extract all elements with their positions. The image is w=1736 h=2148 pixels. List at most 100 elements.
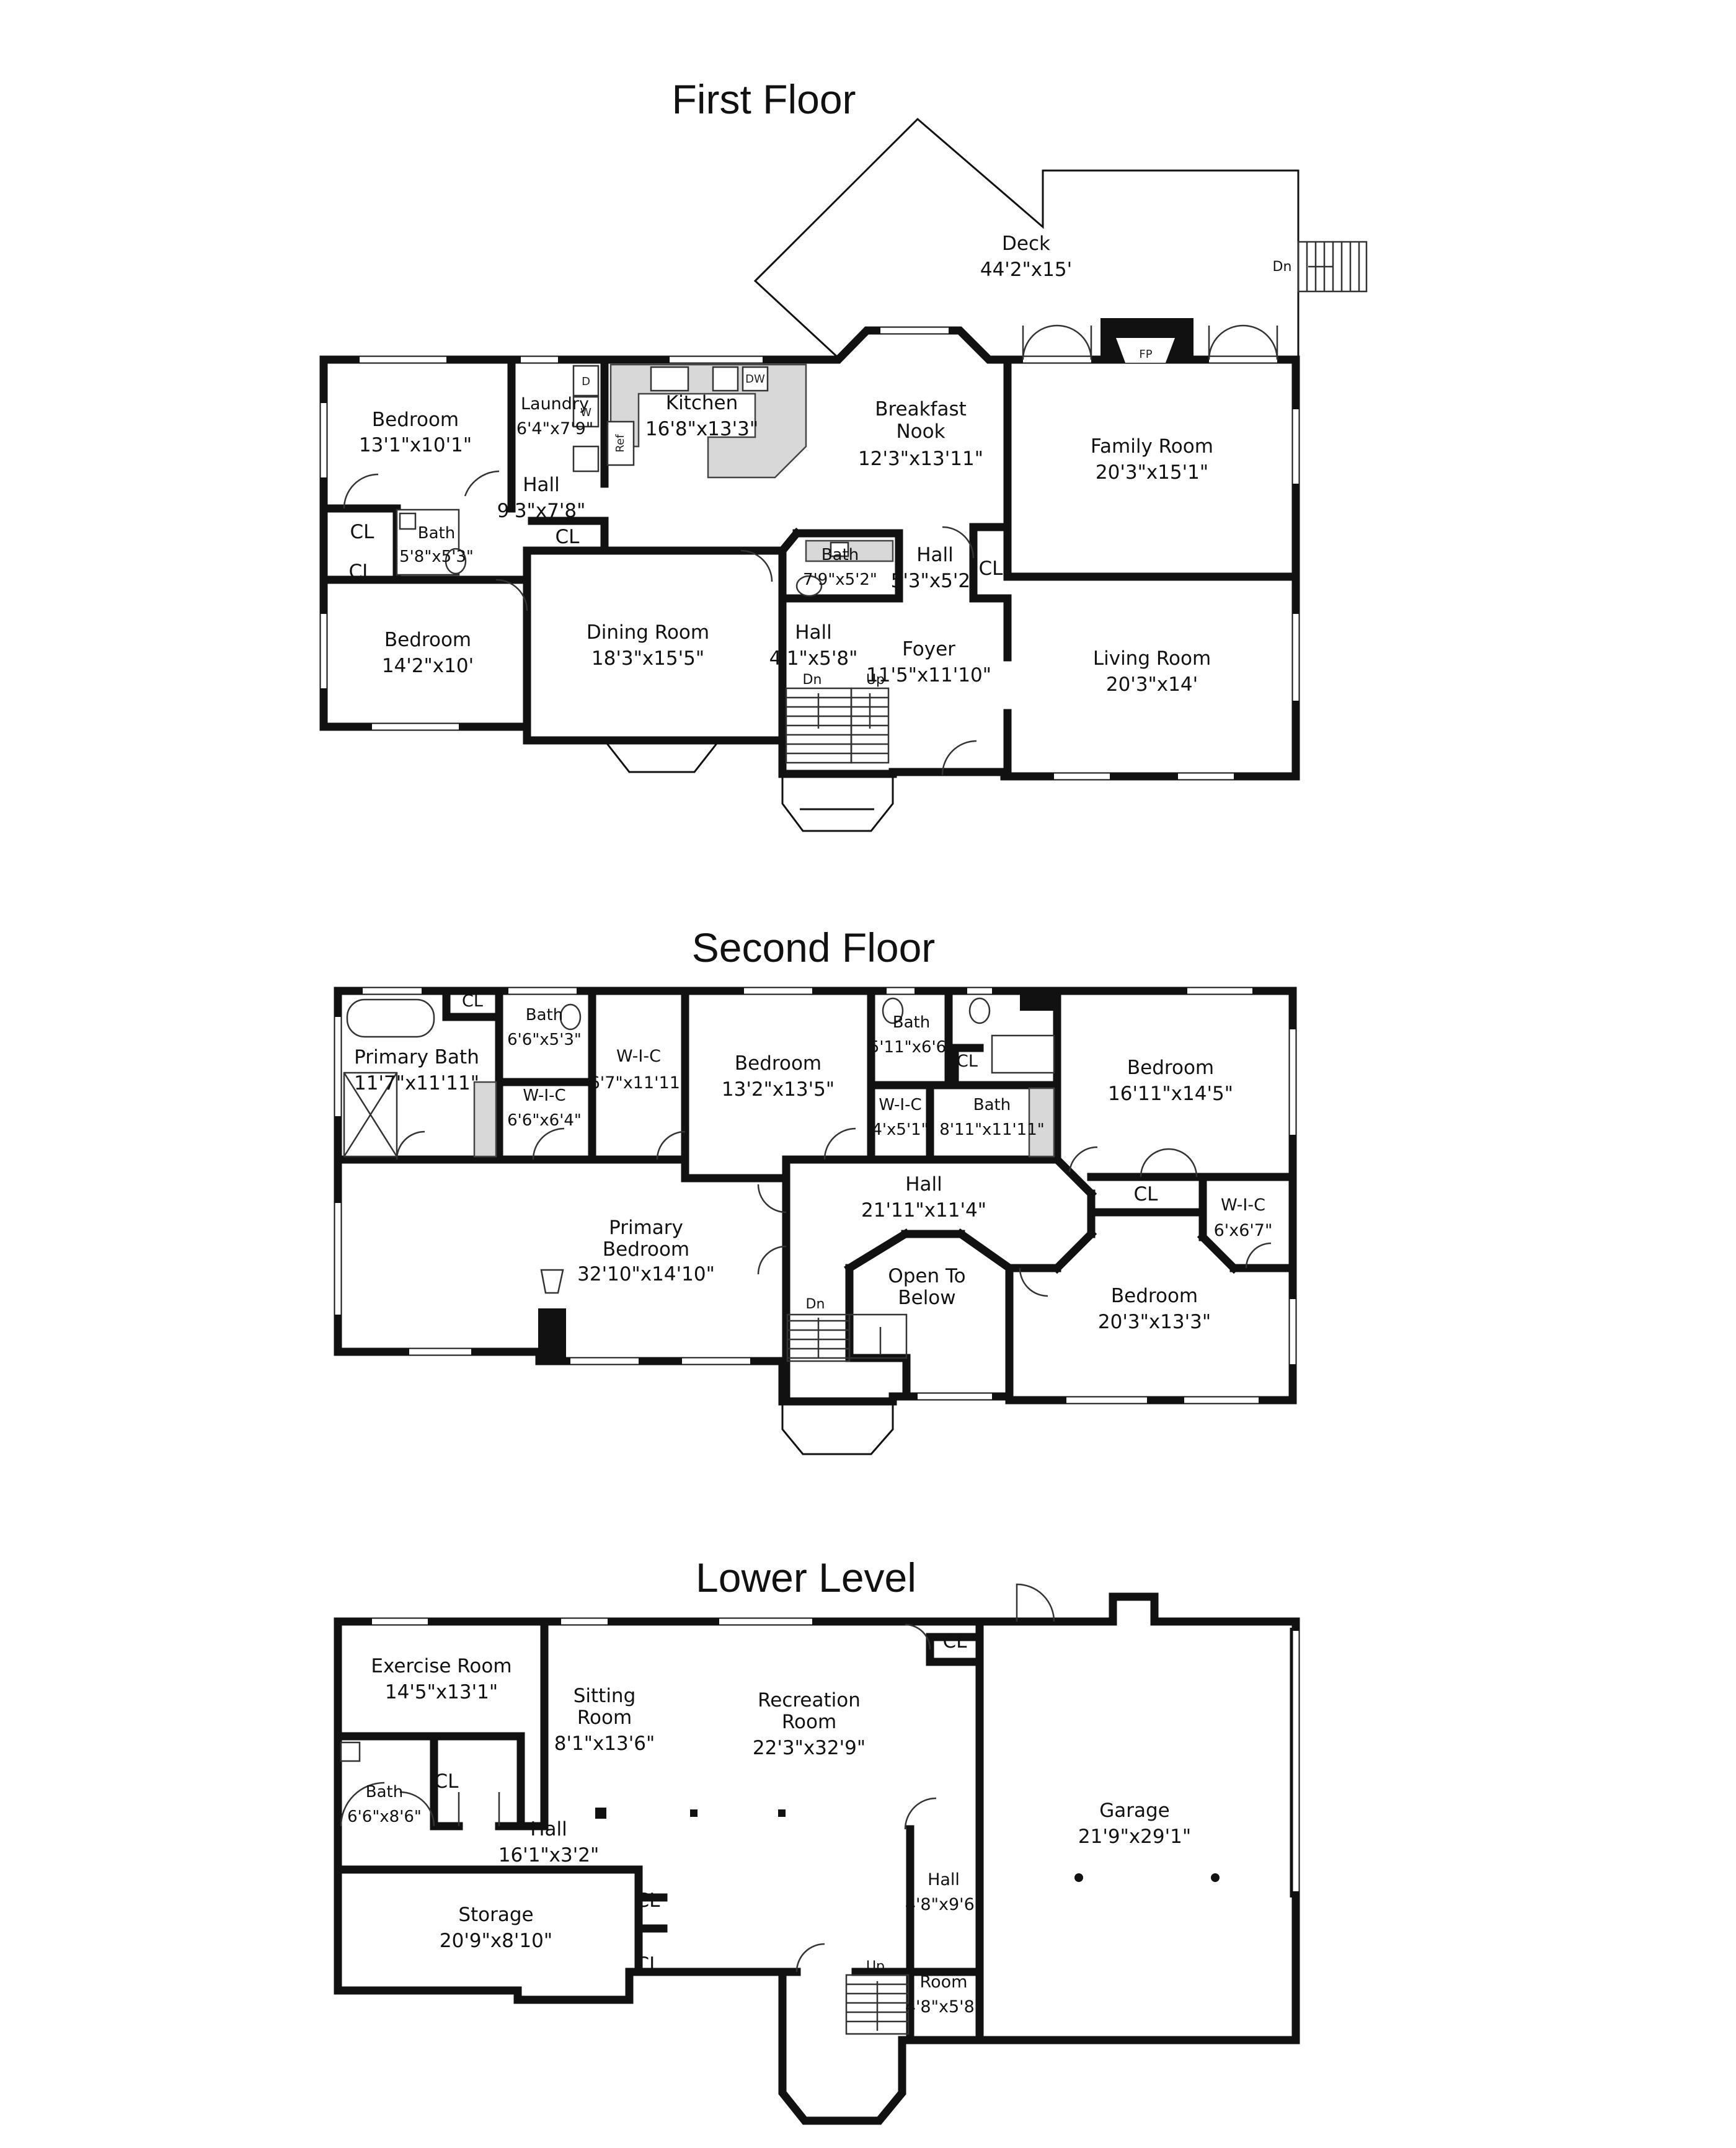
- room-name: Dining Room: [587, 621, 709, 644]
- room-dims: 21'9"x29'1": [1078, 1826, 1191, 1848]
- room-dims: 20'3"x15'1": [1096, 461, 1208, 484]
- door-bedroom-3[interactable]: [823, 1127, 856, 1160]
- room-dims: 16'11"x14'5": [1108, 1083, 1233, 1105]
- door-hall-2[interactable]: [942, 526, 975, 559]
- room-name: Bath: [526, 1006, 563, 1024]
- room-dims: 16'8"x13'3": [645, 418, 758, 440]
- room-dims: 7'9"x5'2": [803, 570, 877, 589]
- fridge-label: Ref: [614, 434, 627, 453]
- fireplace-upper: [540, 1269, 564, 1294]
- closet-label: CL: [556, 526, 580, 548]
- closet-label: CL: [462, 992, 483, 1011]
- door-wic[interactable]: [532, 1127, 565, 1160]
- room-name: Nook: [896, 420, 945, 443]
- kitchen-sink: [712, 366, 739, 392]
- door-bedroom-2[interactable]: [495, 579, 528, 611]
- lower-level-stairs: [845, 1974, 910, 2035]
- toilet-upper-3: [559, 1003, 582, 1031]
- room-dims: 16'1"x3'2": [498, 1844, 600, 1866]
- room-dims: 44'2"x15': [980, 259, 1072, 281]
- room-name: Sitting: [574, 1685, 636, 1707]
- room-name: Room: [782, 1711, 836, 1733]
- closet-label: CL: [435, 1770, 459, 1793]
- room-name: Hall: [928, 1870, 960, 1889]
- vanity: [473, 1081, 497, 1158]
- room-name: Hall: [905, 1173, 942, 1196]
- room-name: Hall: [795, 621, 832, 644]
- washer: [572, 396, 600, 428]
- dishwasher-label: DW: [745, 373, 765, 386]
- room-dims: 20'9"x8'10": [440, 1930, 552, 1952]
- refrigerator: [606, 420, 635, 466]
- closet-label: CL: [636, 1953, 661, 1976]
- room-name: Laundry: [521, 394, 589, 414]
- room-name: Foyer: [902, 638, 955, 660]
- door-closet-rec[interactable]: [905, 1623, 931, 1650]
- closet-label: CL: [349, 561, 374, 583]
- bay-window-foyer: [781, 774, 894, 832]
- support-column: [690, 1809, 698, 1817]
- floor-title: Second Floor: [692, 925, 936, 970]
- front-door[interactable]: [941, 740, 977, 776]
- room-name: Bath: [418, 524, 455, 543]
- deck-stairs: [1297, 241, 1368, 293]
- fireplace-hearth: [1116, 338, 1175, 363]
- door-wic-3[interactable]: [1245, 1242, 1272, 1269]
- second-floor: Second Floor: [334, 925, 1297, 1455]
- room-dims: 6'6"x6'4": [507, 1111, 582, 1130]
- second-floor-windows: [335, 988, 1296, 1403]
- room-dims: 11'7"x11'11": [354, 1072, 479, 1094]
- room-name: Primary: [609, 1217, 683, 1239]
- door-hall-lower[interactable]: [904, 1797, 937, 1830]
- door-lower-bath[interactable]: [399, 1791, 435, 1827]
- room-dims: 6'7"x11'11": [590, 1073, 688, 1093]
- room-dims: 4'x5'1": [872, 1121, 928, 1139]
- door-bedroom-5[interactable]: [1019, 1267, 1048, 1297]
- door-primary-bath[interactable]: [396, 1130, 425, 1160]
- room-dims: 11'5"x11'10": [866, 664, 991, 686]
- door-closet-lower[interactable]: [458, 1792, 500, 1826]
- bathtub-2: [991, 1034, 1055, 1074]
- deck-door-right[interactable]: [1208, 324, 1278, 360]
- exterior-door[interactable]: [1016, 1583, 1055, 1622]
- room-name: Bedroom: [603, 1238, 689, 1261]
- door-bedroom-4[interactable]: [1068, 1146, 1098, 1173]
- room-name: W-I-C: [1221, 1196, 1265, 1215]
- room-name: Room: [920, 1973, 968, 1992]
- room-name: Bath: [893, 1013, 930, 1032]
- room-dims: 8'1"x13'6": [554, 1733, 655, 1755]
- lower-bath-shower: [340, 1782, 385, 1827]
- room-name: Bedroom: [372, 409, 459, 431]
- door-wic-2[interactable]: [656, 1130, 686, 1160]
- floor-title: Lower Level: [696, 1555, 916, 1600]
- floor-title: First Floor: [672, 76, 856, 122]
- door-dining[interactable]: [740, 549, 773, 582]
- stairs-up-label-3: Up: [866, 1959, 885, 1974]
- bathtub: [346, 998, 435, 1038]
- first-floor-stairs: [785, 687, 890, 764]
- room-dims: 5'3"x5'2": [891, 570, 980, 592]
- deck-door-left[interactable]: [1022, 324, 1092, 360]
- room-name: Hall: [523, 474, 560, 496]
- lower-level-walls: [334, 1592, 1300, 2125]
- dryer: [572, 365, 600, 397]
- room-name: Bath: [822, 546, 859, 564]
- door-primary-bedroom[interactable]: [757, 1184, 787, 1275]
- room-dims: 4'8"x9'6": [905, 1895, 982, 1914]
- room-name: Bedroom: [1127, 1057, 1214, 1079]
- room-dims: 6'6"x5'3": [507, 1031, 582, 1049]
- room-dims: 4'8"x5'8": [905, 1997, 982, 2017]
- cooktop: [650, 366, 689, 392]
- second-floor-walls: [334, 987, 1297, 1406]
- room-name: Bedroom: [1111, 1285, 1198, 1307]
- bay-window-upper: [781, 1401, 894, 1455]
- door-bedroom-1[interactable]: [343, 473, 379, 509]
- door-hall-1[interactable]: [464, 470, 500, 497]
- room-dims: 14'5"x13'1": [385, 1681, 498, 1703]
- door-stair-lower[interactable]: [795, 1943, 825, 1973]
- room-name: Bedroom: [384, 629, 471, 651]
- laundry-sink: [572, 445, 600, 473]
- room-name: Storage: [458, 1904, 533, 1926]
- door-closet[interactable]: [1140, 1148, 1198, 1178]
